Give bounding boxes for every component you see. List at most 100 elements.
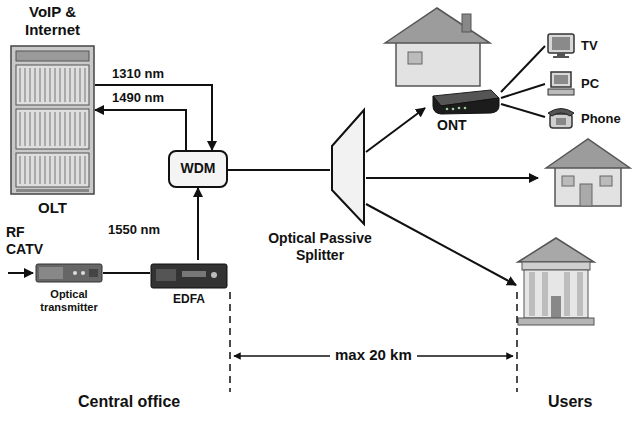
- boundary-lines: [229, 292, 231, 392]
- top-house: [462, 14, 471, 32]
- olt-rack-shape: [70, 156, 71, 184]
- olt-rack-shape: [40, 68, 41, 102]
- office-building: [542, 272, 548, 316]
- office-building: [564, 272, 570, 316]
- olt-rack-shape: [30, 156, 31, 184]
- fiber-connector: [95, 110, 186, 150]
- edfa-amplifier-shape: [151, 264, 227, 288]
- ont-router-shape: [458, 107, 461, 110]
- zone-label: Central office: [78, 392, 180, 411]
- olt-rack-shape: [85, 156, 86, 184]
- olt-rack-shape: [50, 68, 51, 102]
- top-house: [396, 40, 480, 86]
- olt-rack-shape: [65, 112, 66, 146]
- olt-rack-shape: [75, 68, 76, 102]
- wavelength-label: 1550 nm: [106, 222, 162, 238]
- olt-rack-shape: [70, 112, 71, 146]
- node-label: WDM: [168, 160, 228, 177]
- top-house: [385, 8, 490, 43]
- tv-icon-shape: [552, 37, 570, 50]
- olt-rack-shape: [50, 112, 51, 146]
- olt-rack-shape: [40, 112, 41, 146]
- optical-transmitter-shape: [35, 262, 103, 284]
- wavelength-label: 1490 nm: [110, 90, 166, 106]
- olt-rack-shape: [65, 156, 66, 184]
- olt-rack-shape: [30, 112, 31, 146]
- pc-icon-shape: [551, 72, 571, 87]
- node-label: Optical Passive Splitter: [250, 230, 390, 264]
- edfa-amplifier-shape: [150, 260, 228, 290]
- middle-house: [600, 176, 612, 186]
- node-label: OLT: [10, 199, 95, 217]
- olt-rack-shape: [45, 68, 46, 102]
- house-arrows: [366, 177, 538, 179]
- wavelength-label: 1310 nm: [110, 66, 166, 82]
- wdm-box: WDM: [168, 150, 228, 188]
- office-building: [529, 272, 535, 316]
- olt-rack-shape: [55, 112, 56, 146]
- tv-icon-shape: [557, 53, 565, 56]
- tv-icon-shape: [548, 34, 574, 53]
- distance-label: max 20 km: [330, 346, 417, 364]
- office-building: [518, 318, 594, 325]
- olt-rack-shape: [40, 156, 41, 184]
- tv-icon-shape: [553, 56, 569, 58]
- optical-transmitter-shape: [81, 271, 85, 275]
- olt-rack-shape: [65, 68, 66, 102]
- tv-icon-shape: [545, 32, 579, 60]
- fiber-connector: [103, 272, 150, 274]
- olt-rack-shape: [45, 156, 46, 184]
- edfa-amplifier-shape: [156, 269, 176, 281]
- olt-rack-shape: [60, 156, 61, 184]
- house-arrows: [8, 272, 33, 274]
- ont-router-shape: [446, 108, 449, 111]
- olt-rack-shape: [16, 189, 89, 192]
- office-building: [551, 296, 561, 318]
- boundary-lines: [516, 292, 518, 392]
- optical-transmitter-shape: [36, 264, 102, 282]
- olt-rack-shape: [20, 156, 21, 184]
- pc-icon: PC: [545, 70, 602, 98]
- device-label: PC: [581, 76, 599, 92]
- olt-rack: VoIP & InternetOLT: [10, 45, 95, 195]
- office-building: [524, 270, 588, 318]
- pc-icon-shape: [545, 70, 579, 98]
- olt-rack-shape: [70, 68, 71, 102]
- ont-router-shape: [464, 107, 467, 110]
- phone-icon: Phone: [545, 104, 623, 132]
- olt-rack-shape: [85, 68, 86, 102]
- olt-rack-shape: [25, 156, 26, 184]
- ont-router-shape: [452, 108, 455, 111]
- pc-icon-shape: [554, 75, 568, 84]
- boundary-lines: [230, 292, 517, 392]
- wdm-box-shape: [169, 151, 227, 187]
- olt-rack-shape: [60, 112, 61, 146]
- top-house: [385, 8, 490, 86]
- olt-rack-shape: [16, 109, 89, 149]
- phone-icon-shape: [556, 118, 566, 125]
- olt-rack-shape: [85, 112, 86, 146]
- tv-icon: TV: [545, 32, 600, 60]
- edfa-amplifier: EDFA: [150, 260, 228, 290]
- olt-rack-shape: [80, 156, 81, 184]
- ont-router-shape: [433, 96, 499, 114]
- olt-rack-shape: [10, 45, 95, 195]
- zone-label: Users: [548, 392, 592, 411]
- office-building: [518, 238, 594, 325]
- olt-rack-shape: [60, 68, 61, 102]
- house-arrows: [366, 204, 516, 285]
- node-heading: VoIP & Internet: [10, 3, 95, 39]
- olt-rack-shape: [20, 112, 21, 146]
- middle-house: [580, 184, 592, 206]
- optical-splitter: Optical Passive Splitter: [330, 108, 366, 226]
- top-house: [408, 52, 422, 64]
- edfa-amplifier-shape: [211, 272, 217, 278]
- edfa-amplifier-shape: [182, 271, 206, 277]
- middle-house: [555, 166, 621, 206]
- middle-house: [546, 139, 630, 206]
- signal-label: RF CATV: [6, 224, 52, 258]
- ont-router: ONT: [425, 86, 501, 114]
